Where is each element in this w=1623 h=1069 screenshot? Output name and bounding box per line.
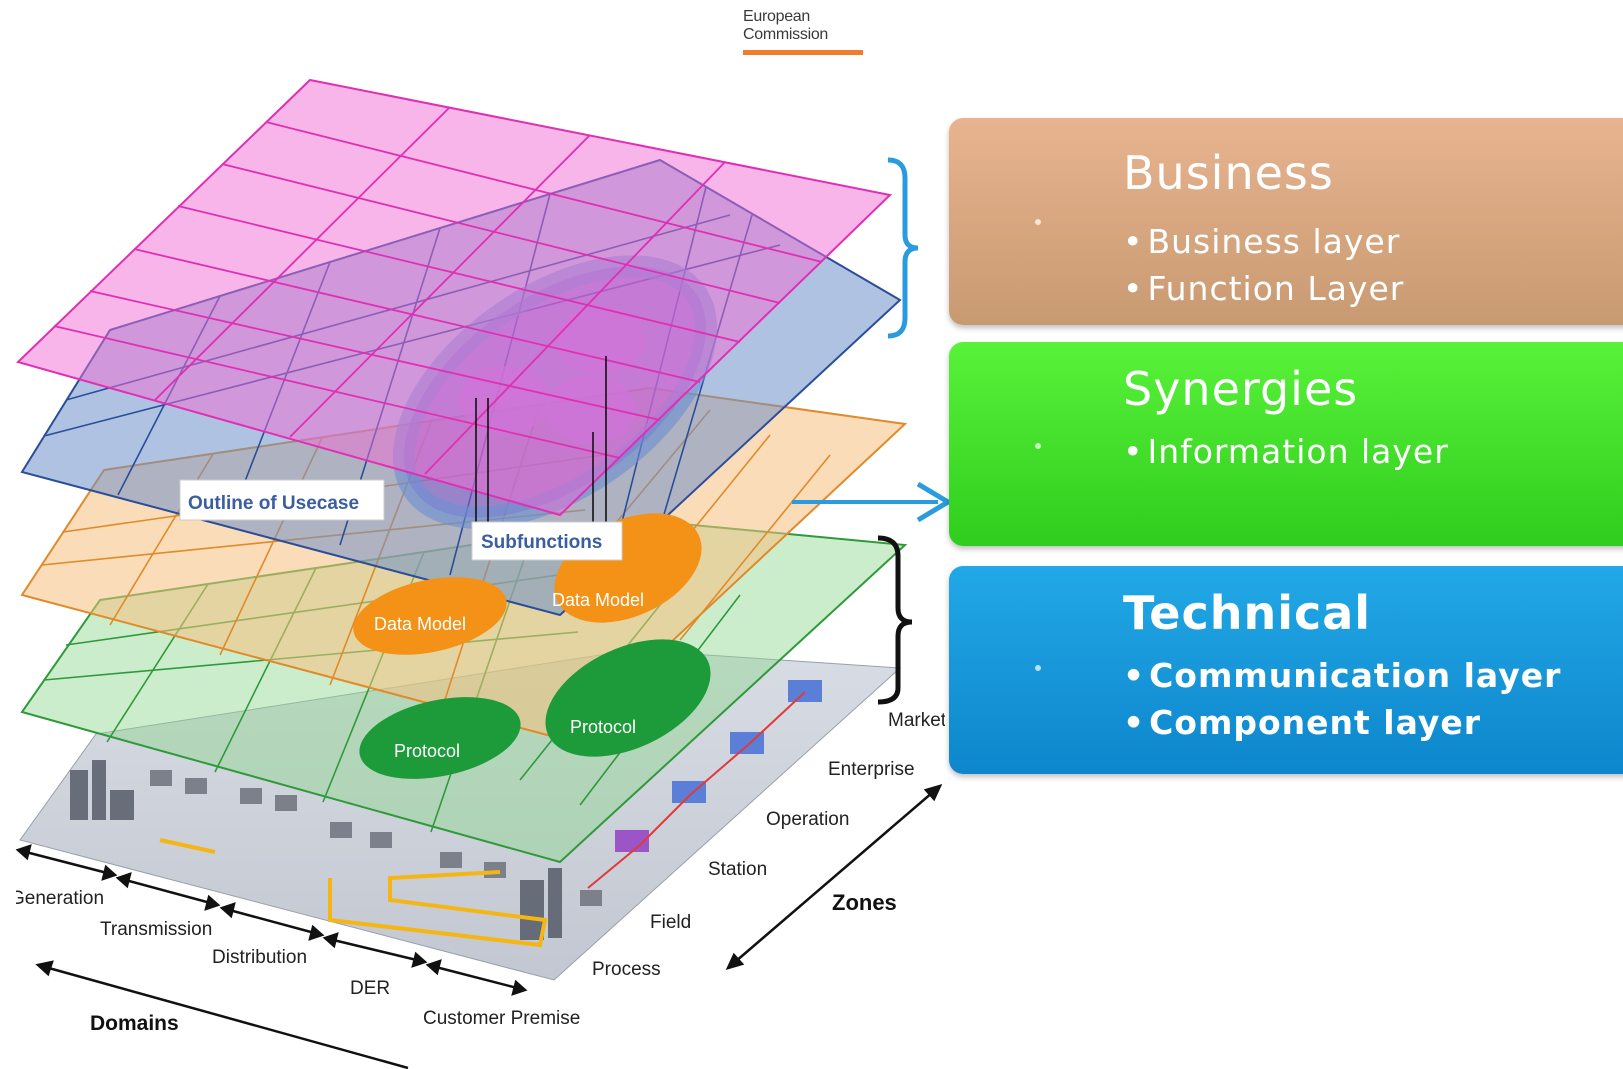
business-item: Function Layer [1123, 265, 1404, 312]
technical-dot [1035, 665, 1041, 671]
technical-bracket [877, 535, 913, 705]
protocol-ellipse-left: Protocol [359, 697, 521, 779]
technical-item: Component layer [1123, 699, 1561, 746]
domain-labels: Generation Transmission Distribution DER… [10, 888, 580, 1029]
synergies-dot [1035, 443, 1041, 449]
business-items: Business layer Function Layer [1123, 218, 1404, 312]
component-devices [70, 680, 822, 948]
data-model-ellipse-left: Data Model [353, 577, 507, 655]
synergies-item: Information layer [1123, 428, 1449, 475]
domains-axis-label: Domains [90, 1012, 179, 1035]
zone-label-process: Process [592, 959, 661, 980]
technical-box: Technical Communication layer Component … [949, 566, 1623, 774]
business-item: Business layer [1123, 218, 1404, 265]
business-dot [1035, 219, 1041, 225]
technical-title: Technical [1123, 586, 1372, 640]
synergies-box: Synergies Information layer [949, 342, 1623, 546]
technical-items: Communication layer Component layer [1123, 652, 1561, 746]
protocol-label-left: Protocol [394, 741, 460, 761]
zones-arrow [725, 784, 943, 970]
domain-label-generation: Generation [10, 888, 104, 909]
subfunction-stems [475, 356, 607, 528]
logo-underline [743, 50, 863, 55]
subfunctions-label: Subfunctions [481, 532, 602, 553]
data-model-label-left: Data Model [374, 614, 466, 634]
business-title: Business [1123, 146, 1334, 200]
outline-usecase-label: Outline of Usecase [188, 493, 359, 514]
zone-label-market: Market [888, 710, 947, 731]
zone-label-operation: Operation [766, 809, 849, 830]
logo-line-1: European [743, 8, 810, 25]
zone-label-field: Field [650, 912, 691, 933]
domain-label-transmission: Transmission [100, 919, 212, 940]
data-model-label-right: Data Model [552, 590, 644, 610]
zones-axis-label: Zones [832, 890, 897, 915]
business-plane [16, 78, 893, 517]
logo-line-2: Commission [743, 26, 829, 43]
zone-label-enterprise: Enterprise [828, 759, 915, 780]
zone-labels: Process Field Station Operation Enterpri… [592, 710, 947, 980]
customer-premise-text: Customer Premise [423, 1008, 580, 1029]
synergies-items: Information layer [1123, 428, 1449, 475]
outline-usecase-callout: Outline of Usecase [179, 479, 385, 521]
domain-label-customer-premise: Customer Premise [423, 1008, 580, 1029]
protocol-label-right: Protocol [570, 717, 636, 737]
domain-arrows [15, 844, 528, 1069]
synergies-title: Synergies [1123, 362, 1359, 416]
subfunctions-callout: Subfunctions [471, 521, 623, 561]
technical-item: Communication layer [1123, 652, 1561, 699]
generation-edge-mask [0, 880, 16, 910]
zone-label-station: Station [708, 859, 767, 880]
business-bracket [887, 157, 919, 339]
component-nodes [150, 770, 602, 906]
european-commission-logo: European Commission [743, 8, 863, 55]
protocol-ellipse-right: Protocol [545, 639, 711, 757]
domain-label-distribution: Distribution [212, 947, 307, 968]
business-box: Business Business layer Function Layer [949, 118, 1623, 325]
synergy-arrow [792, 481, 953, 523]
domain-label-der: DER [350, 978, 390, 999]
